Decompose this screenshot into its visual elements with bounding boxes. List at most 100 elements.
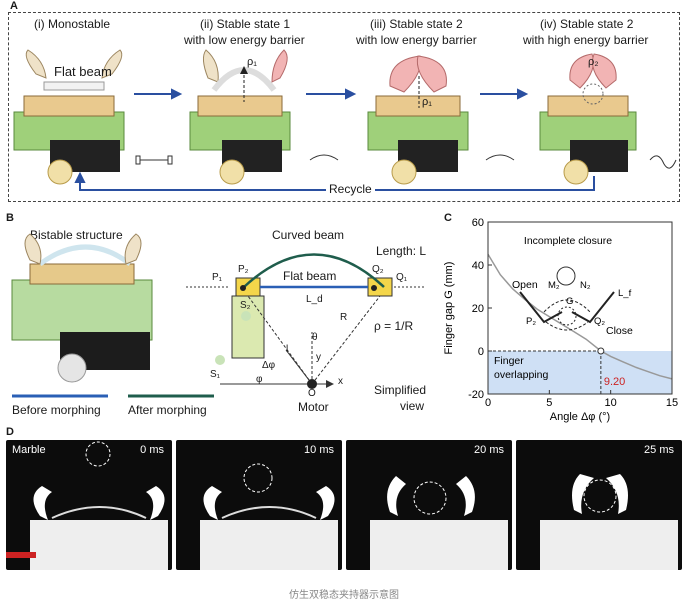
y-tick-label: 20 <box>472 303 484 315</box>
annotation-finger: Finger <box>494 355 524 367</box>
marble-label: Marble <box>12 444 46 456</box>
before-label: Before morphing <box>12 403 101 417</box>
panel-d-letter: D <box>6 426 14 438</box>
view-label: view <box>400 399 425 413</box>
label-theta: θ <box>312 332 318 343</box>
curved-beam-label: Curved beam <box>272 228 345 242</box>
flat-beam-label-b: Flat beam <box>283 269 337 283</box>
y-tick-label: -20 <box>468 389 484 401</box>
x-tick-label: 5 <box>546 397 552 409</box>
label-s2: S₂ <box>240 300 251 311</box>
motor-origin <box>307 379 317 389</box>
bistable-label: Bistable structure <box>30 228 123 242</box>
beam-schematic <box>186 253 426 389</box>
label-l: l <box>286 344 289 355</box>
gripper-stable-2-high <box>539 53 637 185</box>
series-line <box>487 253 673 380</box>
rho1-label-a: ρ₁ <box>247 56 257 68</box>
panel-a-frame <box>8 12 680 202</box>
frame-10ms: 10 ms <box>176 440 342 570</box>
inset-n2: N₂ <box>580 280 591 291</box>
panel-c-letter: C <box>444 212 452 224</box>
inset-m2: M₂ <box>548 280 560 291</box>
marker-point <box>597 347 605 355</box>
frame-time-0: 0 ms <box>140 444 164 456</box>
simplified-label: Simplified <box>374 383 427 397</box>
label-dphi: Δφ <box>262 360 276 371</box>
after-label: After morphing <box>128 403 207 417</box>
state-2-title: (ii) Stable state 1 <box>200 17 291 31</box>
label-ld: L_d <box>306 294 323 305</box>
x-tick-label: 10 <box>605 397 617 409</box>
figure-caption: 仿生双稳态夹持器示意图 <box>289 590 399 601</box>
rho2-label-a: ρ₂ <box>588 56 599 68</box>
panel-b-illustration <box>11 233 426 398</box>
frame-25ms: 25 ms <box>516 440 682 570</box>
overlap-region <box>488 351 672 394</box>
inset-lf: L_f <box>618 288 632 299</box>
label-p1: P₁ <box>212 272 223 283</box>
label-o: O <box>308 388 316 399</box>
inset-g: G <box>566 296 573 307</box>
gripper-stable-1 <box>189 49 291 185</box>
marker-label: 9.20 <box>604 376 625 388</box>
frame-time-20: 20 ms <box>474 444 504 456</box>
y-axis-label: Finger gap G (mm) <box>443 262 455 355</box>
gripper-monostable <box>13 49 125 185</box>
panel-a-letter: A <box>10 0 18 12</box>
x-tick-label: 0 <box>485 397 491 409</box>
label-q1: Q₁ <box>396 272 408 283</box>
curved-beam-path <box>243 253 385 288</box>
y-tick-label: 60 <box>472 217 484 229</box>
rho-formula: ρ = 1/R <box>374 319 414 333</box>
x-axis-label: Angle Δφ (°) <box>550 411 610 423</box>
x-tick-label: 15 <box>666 397 678 409</box>
gripper-stable-2-low <box>367 55 469 185</box>
spring-icons <box>135 154 677 169</box>
finger-left-arm <box>231 295 265 359</box>
label-p2: P₂ <box>238 264 249 275</box>
y-ticks: -20 0 20 40 60 <box>468 217 492 401</box>
label-y: y <box>316 352 321 363</box>
frame-0ms: Marble 0 ms <box>6 440 172 570</box>
frame-time-10: 10 ms <box>304 444 334 456</box>
state-3-subtitle: with low energy barrier <box>356 33 477 47</box>
annotation-open: Open <box>512 279 538 291</box>
label-x: x <box>338 376 343 387</box>
y-tick-label: 40 <box>472 260 484 272</box>
state-1-title: (i) Monostable <box>34 17 111 31</box>
state-3-title: (iii) Stable state 2 <box>370 17 463 31</box>
frame-20-scene <box>370 476 508 570</box>
state-arrows <box>74 88 595 191</box>
frame-time-25: 25 ms <box>644 444 674 456</box>
length-label: Length: L <box>376 244 427 258</box>
closure-inset <box>519 266 615 331</box>
finger-left-block <box>235 277 261 297</box>
motor-label: Motor <box>298 400 329 414</box>
recycle-label: Recycle <box>326 182 375 196</box>
frame-10-scene <box>200 463 338 570</box>
label-q2: Q₂ <box>372 264 384 275</box>
state-4-title: (iv) Stable state 2 <box>540 17 634 31</box>
x-ticks: 0 5 10 15 <box>485 390 678 409</box>
state-4-subtitle: with high energy barrier <box>523 33 649 47</box>
frame-20ms: 20 ms <box>346 440 512 570</box>
annotation-overlapping: overlapping <box>494 369 548 381</box>
bistable-gripper-model <box>11 233 153 383</box>
flat-beam-label-a: Flat beam <box>54 64 112 79</box>
inset-q2: Q₂ <box>594 316 605 327</box>
annotation-incomplete: Incomplete closure <box>524 235 612 247</box>
frame-0-scene <box>6 441 168 570</box>
annotation-close: Close <box>606 325 633 337</box>
label-s1: S₁ <box>210 369 221 380</box>
rho1-label-a2: ρ₁ <box>422 96 432 108</box>
label-phi: φ <box>256 374 263 385</box>
frame-25-scene <box>540 474 678 570</box>
y-tick-label: 0 <box>478 346 484 358</box>
label-r: R <box>340 312 348 323</box>
panel-b-letter: B <box>6 212 14 224</box>
state-2-subtitle: with low energy barrier <box>184 33 305 47</box>
panel-a-illustration <box>13 49 677 191</box>
inset-p2: P₂ <box>526 316 536 327</box>
